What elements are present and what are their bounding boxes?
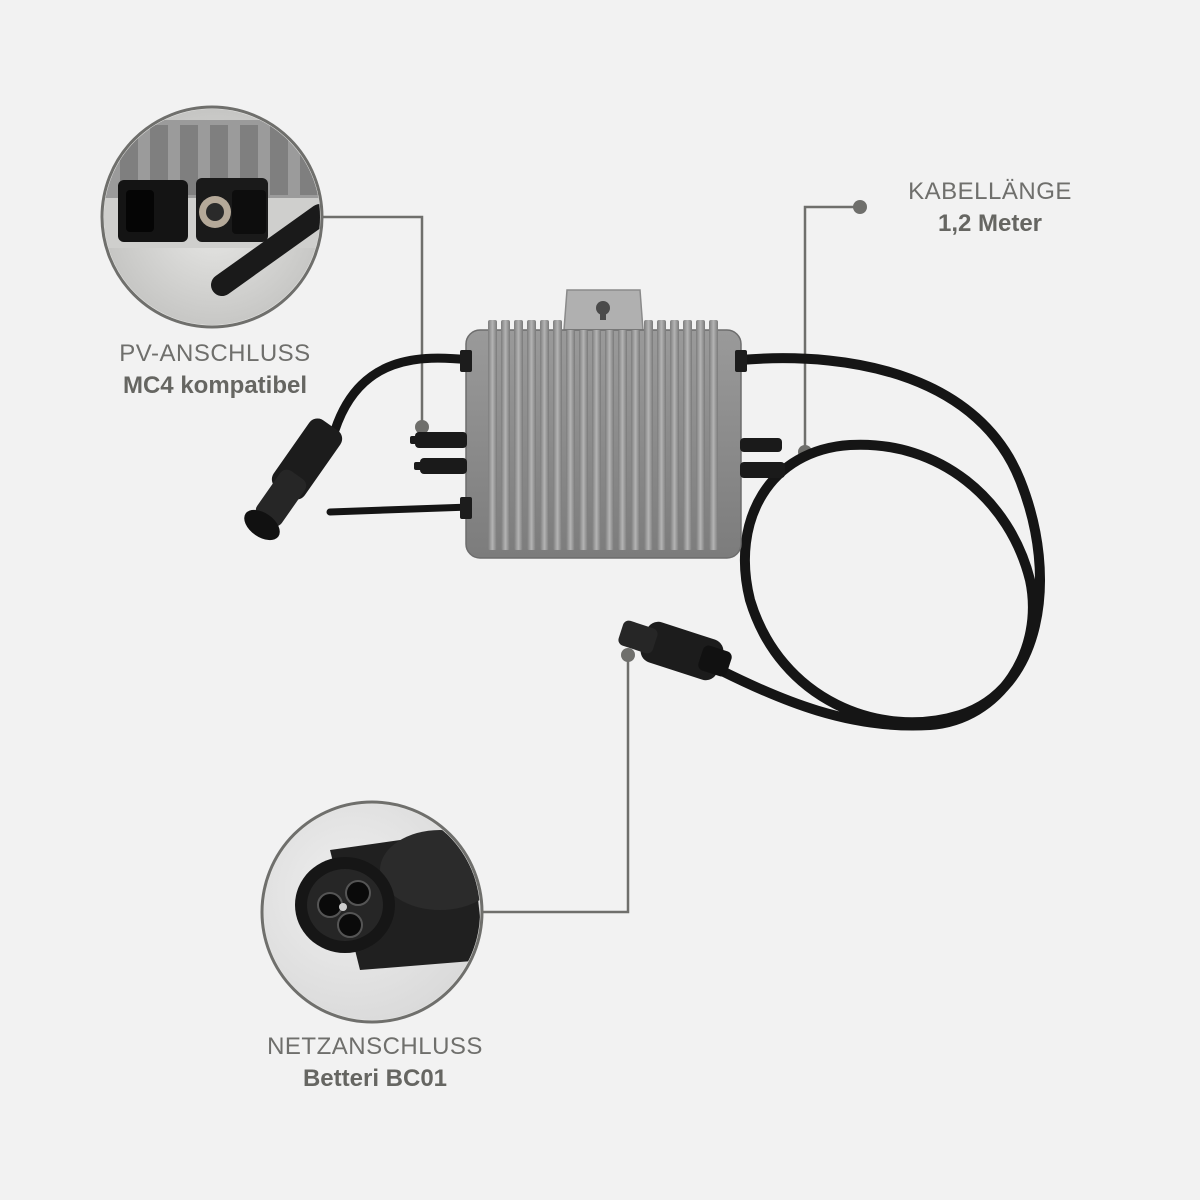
callout-pv-connection: PV-ANSCHLUSS MC4 kompatibel <box>95 340 335 399</box>
callout-pv-caption: PV-ANSCHLUSS <box>119 340 311 367</box>
leader-line-kabel <box>803 205 860 450</box>
leader-line-pv <box>320 215 424 425</box>
inverter <box>460 289 747 559</box>
ac-cable-connector <box>618 620 732 681</box>
dc-input-connectors-right <box>740 438 785 478</box>
callout-cable-length: KABELLÄNGE 1,2 Meter <box>880 178 1100 237</box>
callout-kabel-value: 1,2 Meter <box>937 209 1043 237</box>
pv-cable-connector <box>244 418 343 541</box>
callout-netz-value: Betteri BC01 <box>302 1064 448 1092</box>
callout-pv-value: MC4 kompatibel <box>122 371 308 399</box>
bc01-connector-closeup-icon <box>260 800 484 1024</box>
mc4-connector-closeup-icon <box>100 105 324 329</box>
callout-grid-connection: NETZANSCHLUSS Betteri BC01 <box>240 1033 510 1092</box>
callout-netz-caption: NETZANSCHLUSS <box>267 1033 483 1060</box>
dc-input-connectors <box>410 432 467 474</box>
cables <box>326 353 1045 731</box>
heatsink-fins <box>488 320 718 550</box>
leader-line-netz <box>482 655 630 914</box>
callout-kabel-caption: KABELLÄNGE <box>908 178 1072 205</box>
